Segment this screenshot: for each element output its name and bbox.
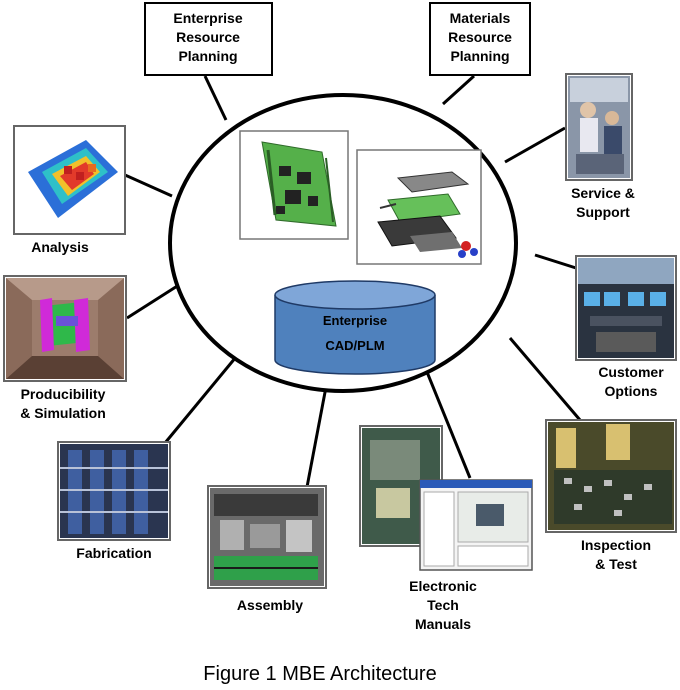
assembly-node: Assembly xyxy=(207,485,327,613)
cad-plm-database: Enterprise CAD/PLM xyxy=(274,280,436,375)
assembly-label: Assembly xyxy=(237,597,303,613)
manuals-label-1: Electronic xyxy=(409,578,477,594)
service-label-2: Support xyxy=(576,204,630,220)
analysis-label: Analysis xyxy=(31,239,89,255)
inspection-node: Inspection & Test xyxy=(545,419,677,572)
erp-label-2: Resource xyxy=(176,29,240,45)
customer-label-1: Customer xyxy=(598,364,664,380)
db-label-2: CAD/PLM xyxy=(325,338,384,353)
inspection-label-1: Inspection xyxy=(581,537,651,553)
connector-customer xyxy=(534,253,577,270)
exploded-assembly-image xyxy=(356,149,482,265)
manuals-node: Electronic Tech Manuals xyxy=(359,425,533,632)
fabrication-node: Fabrication xyxy=(57,441,171,561)
figure-caption: Figure 1 MBE Architecture xyxy=(203,663,436,685)
mrp-label-2: Resource xyxy=(448,29,512,45)
connector-manuals xyxy=(425,371,472,479)
circuit-board-image xyxy=(239,130,349,240)
producibility-label-2: & Simulation xyxy=(20,405,106,421)
connectors xyxy=(124,74,582,488)
service-label-1: Service & xyxy=(571,185,635,201)
mrp-box: Materials Resource Planning xyxy=(429,2,531,76)
connector-analysis xyxy=(124,173,173,198)
producibility-label-1: Producibility xyxy=(21,386,106,402)
inspection-label-2: & Test xyxy=(595,556,637,572)
connector-fabrication xyxy=(163,356,238,444)
connector-producibility xyxy=(126,281,183,320)
analysis-node: Analysis xyxy=(13,125,126,255)
connector-assembly xyxy=(305,386,328,488)
service-node: Service & Support xyxy=(565,73,635,220)
manuals-label-3: Manuals xyxy=(415,616,471,632)
mrp-label-3: Planning xyxy=(450,48,509,64)
mrp-label-1: Materials xyxy=(450,10,511,26)
connector-service xyxy=(504,126,566,164)
connector-erp xyxy=(203,75,228,121)
customer-label-2: Options xyxy=(605,383,658,399)
producibility-node: Producibility & Simulation xyxy=(3,275,127,421)
connector-mrp xyxy=(441,74,476,106)
customer-node: Customer Options xyxy=(575,255,677,399)
fabrication-label: Fabrication xyxy=(76,545,151,561)
connector-inspection xyxy=(508,337,582,421)
erp-label-1: Enterprise xyxy=(173,10,242,26)
erp-label-3: Planning xyxy=(178,48,237,64)
erp-box: Enterprise Resource Planning xyxy=(144,2,273,76)
db-label-1: Enterprise xyxy=(323,313,387,328)
manuals-label-2: Tech xyxy=(427,597,459,613)
